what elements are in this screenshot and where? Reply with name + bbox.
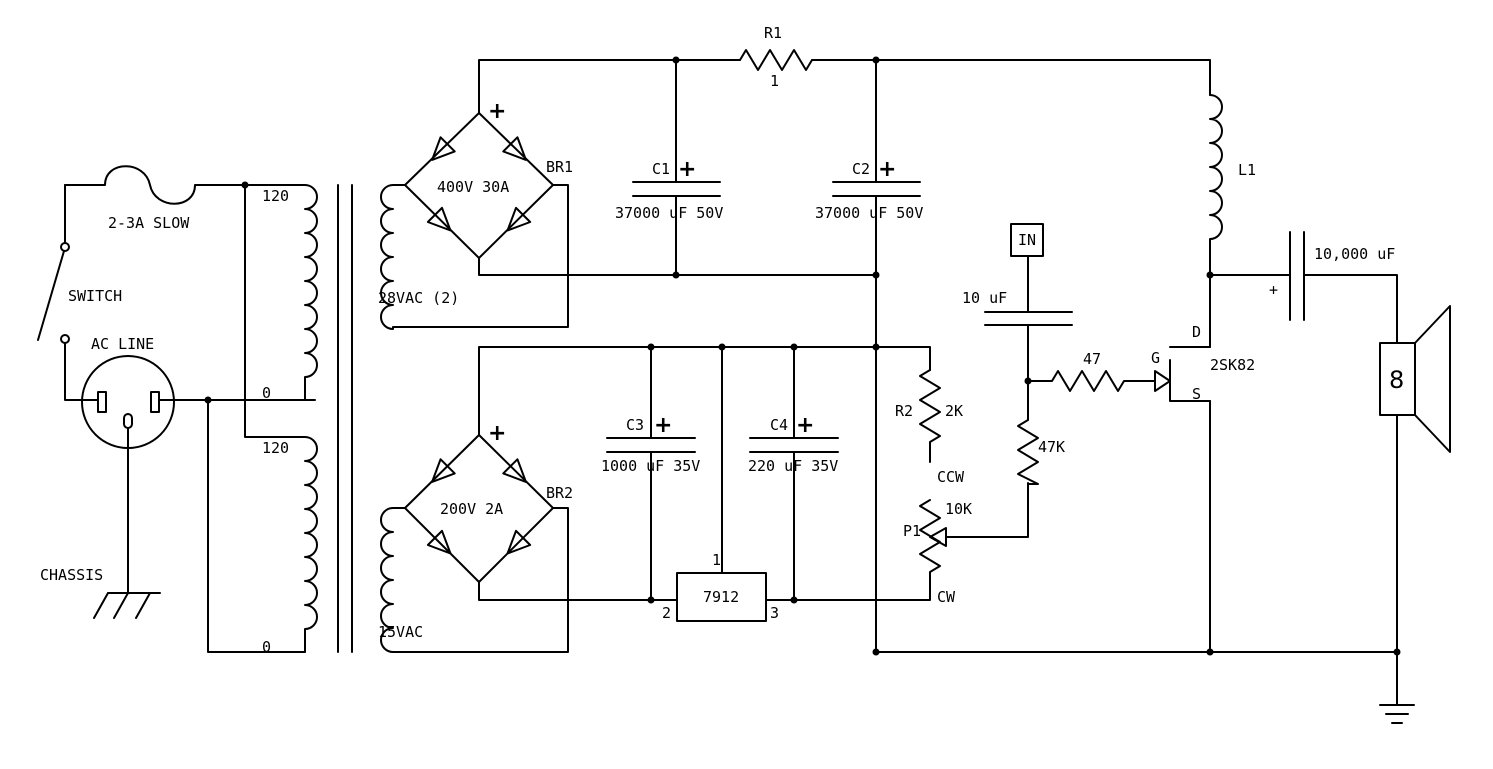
main-supply-section: 28VAC (2) + BR1 400V 30A R1 1 C1 + 37000… — [378, 24, 1211, 653]
secondary-28vac-label: 28VAC (2) — [378, 289, 459, 307]
mains-section: 2-3A SLOW SWITCH AC LINE CHASSIS 120 0 1… — [37, 165, 353, 656]
ground-symbol — [1379, 704, 1415, 724]
svg-text:+: + — [488, 99, 506, 124]
bias-resistor-label: 47K — [1038, 438, 1065, 456]
br1-diode-3 — [426, 206, 452, 232]
ac-plug-blade-left — [97, 391, 107, 413]
mosfet-pin-d: D — [1192, 323, 1201, 341]
regulator-pin-1: 1 — [712, 551, 721, 569]
br2-diode-3 — [426, 529, 452, 555]
chassis-ground-symbol — [93, 592, 161, 619]
ccw-label: CCW — [937, 468, 965, 486]
input-label: IN — [1018, 231, 1036, 249]
regulator-label: 7912 — [703, 588, 739, 606]
c1-value: 37000 uF 50V — [615, 204, 723, 222]
br2-diode-2 — [502, 458, 527, 483]
l1-inductor — [1209, 94, 1223, 348]
r2-resistor — [919, 369, 941, 463]
br1-diode-4 — [506, 206, 532, 232]
mosfet-pin-g: G — [1151, 349, 1160, 367]
mosfet-pin-s: S — [1192, 385, 1201, 403]
c2-value: 37000 uF 50V — [815, 204, 923, 222]
output-stage-section: IN 10 uF 47 47K 2SK82 G D S L1 10,000 uF… — [872, 94, 1451, 724]
primary-coil-top — [304, 184, 318, 401]
fuse-label: 2-3A SLOW — [108, 214, 190, 232]
ac-plug-blade-right — [150, 391, 160, 413]
switch-contact-top — [60, 242, 70, 252]
xfmr-0-bottom: 0 — [262, 638, 271, 656]
br1-diode-2 — [502, 136, 527, 161]
xfmr-0-top: 0 — [262, 384, 271, 402]
r1-value: 1 — [770, 72, 779, 90]
br1-rating: 400V 30A — [437, 178, 509, 196]
p1-label: P1 — [903, 522, 921, 540]
input-cap-value: 10 uF — [962, 289, 1007, 307]
r1-resistor — [739, 49, 813, 71]
c3-value: 1000 uF 35V — [601, 457, 700, 475]
xfmr-120-top: 120 — [262, 187, 289, 205]
c4-value: 220 uF 35V — [748, 457, 838, 475]
svg-text:+: + — [878, 157, 896, 182]
chassis-label: CHASSIS — [40, 566, 103, 584]
svg-text:+: + — [488, 421, 506, 446]
svg-text:+: + — [678, 157, 696, 182]
r2-value: 2K — [945, 402, 963, 420]
br2-rating: 200V 2A — [440, 500, 503, 518]
bias-resistor-47k — [1017, 419, 1039, 485]
cw-label: CW — [937, 588, 956, 606]
c1-label: C1 — [652, 160, 670, 178]
regulator-pin-3: 3 — [770, 604, 779, 622]
c4-label: C4 — [770, 416, 788, 434]
regulator-pin-2: 2 — [662, 604, 671, 622]
input-capacitor — [984, 311, 1073, 326]
mosfet-gate-arrow — [1154, 370, 1171, 392]
gate-resistor-47 — [1027, 370, 1156, 392]
transformer-core — [337, 184, 353, 653]
gate-resistor-label: 47 — [1083, 350, 1101, 368]
br1-label: BR1 — [546, 158, 573, 176]
c3-capacitor — [606, 437, 696, 453]
speaker-cone — [1414, 305, 1451, 453]
svg-text:+: + — [796, 413, 814, 438]
speaker-impedance: 8 — [1389, 366, 1404, 394]
mosfet-label: 2SK82 — [1210, 356, 1255, 374]
c4-capacitor — [749, 437, 839, 453]
br1-diode-1 — [431, 136, 456, 161]
output-cap-value: 10,000 uF — [1314, 245, 1395, 263]
ac-line-label: AC LINE — [91, 335, 154, 353]
output-cap-plus: + — [1269, 281, 1278, 299]
switch-contact-bottom — [60, 334, 70, 344]
br2-label: BR2 — [546, 484, 573, 502]
switch-label: SWITCH — [68, 287, 122, 305]
r1-label: R1 — [764, 24, 782, 42]
br2-diode-1 — [431, 458, 456, 483]
bias-supply-section: 15VAC + BR2 200V 2A C3 + 1000 uF 35V C4 … — [378, 343, 1029, 653]
l1-label: L1 — [1238, 161, 1256, 179]
secondary-coil-15vac — [380, 507, 569, 653]
c3-label: C3 — [626, 416, 644, 434]
p1-value: 10K — [945, 500, 972, 518]
ac-plug-ground-pin — [123, 413, 133, 429]
fuse-symbol — [64, 165, 246, 205]
mosfet-2sk82 — [1169, 346, 1211, 402]
output-capacitor — [1289, 231, 1305, 321]
c2-label: C2 — [852, 160, 870, 178]
secondary-15vac-label: 15VAC — [378, 623, 423, 641]
c2-capacitor — [832, 181, 921, 197]
br2-diode-4 — [506, 529, 532, 555]
regulator-7912 — [676, 572, 767, 622]
svg-text:+: + — [654, 413, 672, 438]
r2-label: R2 — [895, 402, 913, 420]
c1-capacitor — [632, 181, 721, 197]
secondary-coil-28vac — [380, 184, 569, 330]
p1-potentiometer — [919, 499, 941, 579]
primary-coil-bottom — [304, 436, 318, 653]
xfmr-120-bottom: 120 — [262, 439, 289, 457]
switch-lever — [37, 250, 65, 341]
